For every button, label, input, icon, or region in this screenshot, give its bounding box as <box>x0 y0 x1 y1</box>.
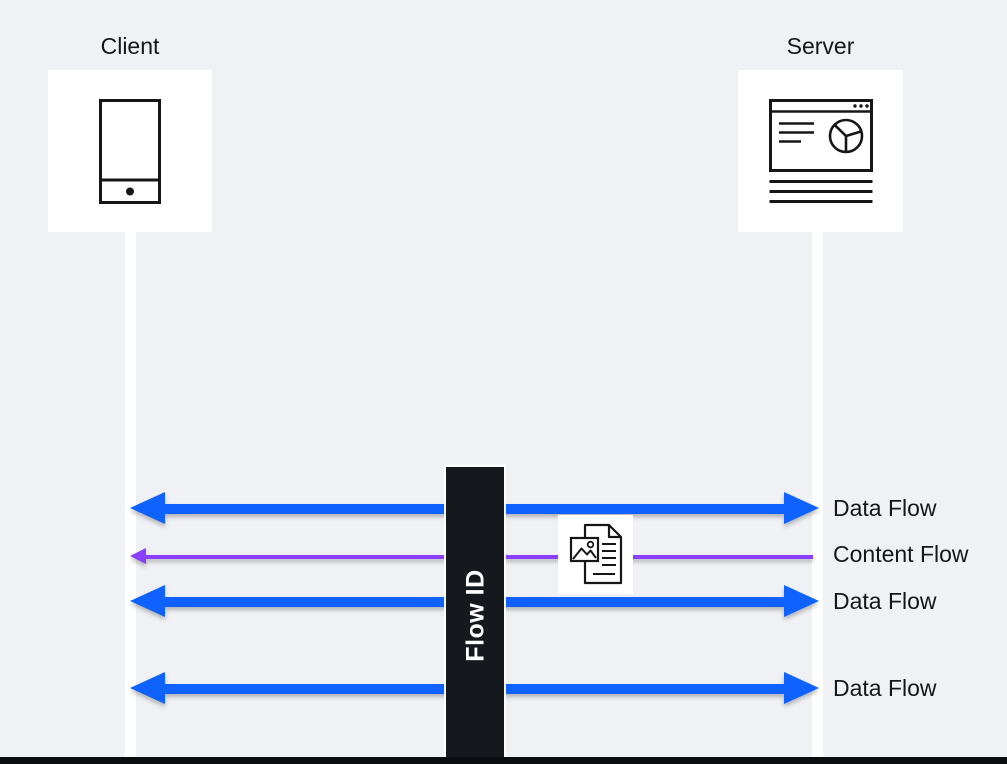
content-flow-label: Content Flow <box>833 541 969 567</box>
data-flow-label-3: Data Flow <box>833 675 937 701</box>
flow-id-label: Flow ID <box>461 569 490 662</box>
arrowhead-right-icon <box>784 492 819 524</box>
flow-id-bar: Flow ID <box>446 467 504 764</box>
image-document-icon <box>569 523 622 584</box>
bottom-edge-bar <box>0 757 1007 764</box>
client-actor-label: Client <box>100 33 160 59</box>
content-icon-box <box>558 515 633 594</box>
client-actor-box <box>48 70 212 232</box>
browser-window-icon <box>768 98 873 203</box>
mobile-device-icon <box>99 98 161 204</box>
arrowhead-right-icon <box>784 585 819 617</box>
server-actor-label: Server <box>786 33 855 59</box>
data-flow-label-2: Data Flow <box>833 588 937 614</box>
arrowhead-right-icon <box>784 672 819 704</box>
arrowhead-left-icon <box>130 548 146 564</box>
data-flow-label-1: Data Flow <box>833 495 937 521</box>
server-actor-box <box>738 70 903 232</box>
